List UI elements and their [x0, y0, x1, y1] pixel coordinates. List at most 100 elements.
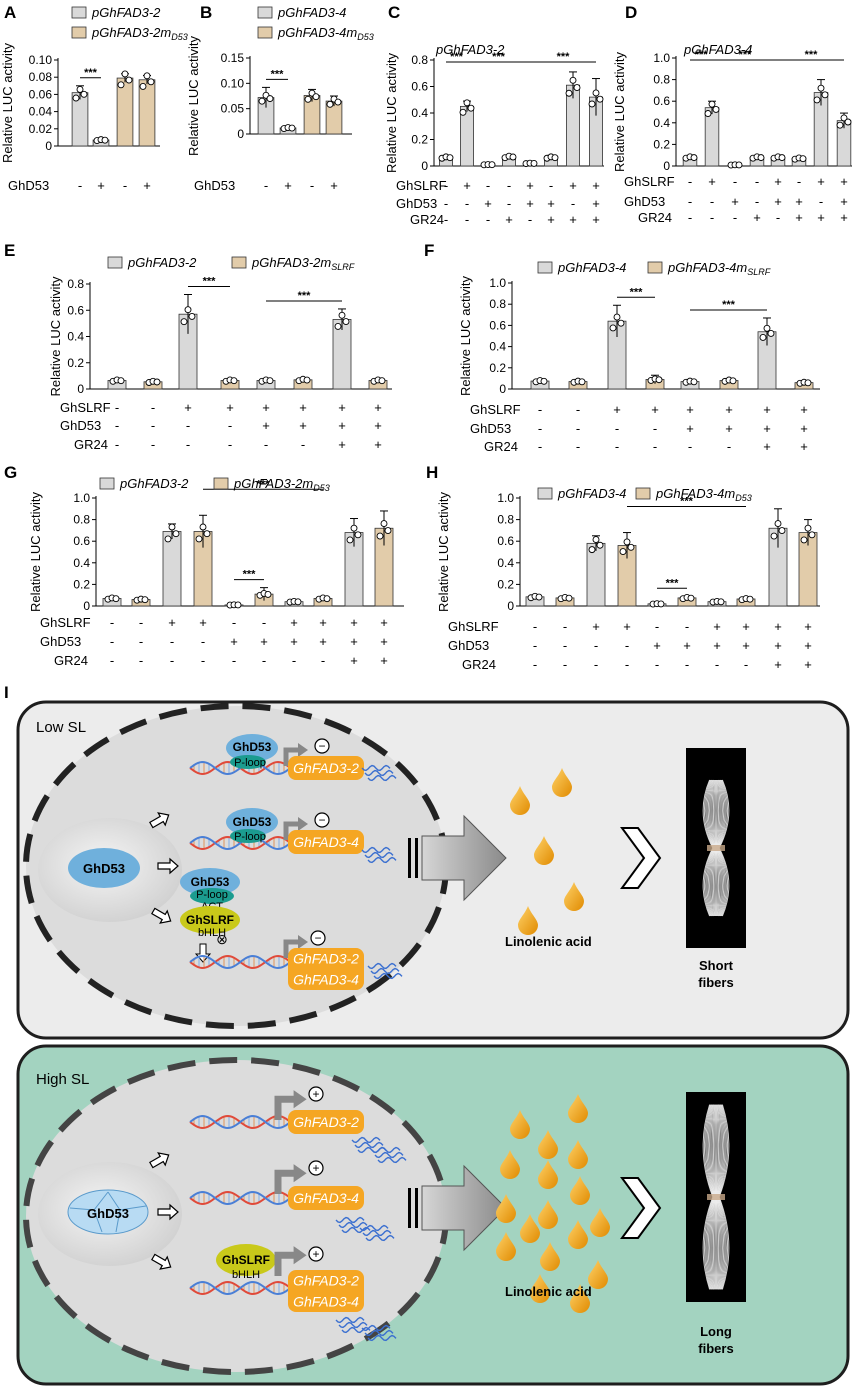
row-cell: - [264, 178, 268, 193]
oil-drop [570, 1176, 590, 1205]
y-tick-label: 0 [507, 599, 514, 613]
y-tick-label: 0 [45, 139, 52, 153]
y-tick-label: 0.8 [67, 277, 84, 291]
gene-box [288, 1270, 364, 1312]
row-cell: + [380, 615, 388, 630]
mrna-strand [364, 769, 394, 777]
arrow-bar [415, 1188, 418, 1228]
sig-label: *** [243, 569, 257, 581]
gene-label: GhFAD3-4 [293, 1294, 359, 1310]
hollow-arrow [149, 812, 170, 829]
fiber-band [707, 845, 725, 851]
row-cell: - [655, 657, 659, 672]
row-cell: + [143, 178, 151, 193]
legend-label: pGhFAD3-2mSLRF [251, 255, 355, 272]
data-point [153, 378, 161, 386]
row-cell: + [319, 634, 327, 649]
row-cell: - [563, 657, 567, 672]
sig-label: *** [666, 577, 680, 589]
row-label: GhD53 [624, 194, 665, 209]
y-tick-label: 0.6 [67, 303, 84, 317]
y-tick-label: 0.10 [29, 53, 53, 67]
sig-label: *** [557, 51, 571, 63]
row-cell: - [232, 653, 236, 668]
data-point [799, 155, 807, 163]
chart-title: pGhFAD3-2 [435, 42, 505, 57]
data-point [535, 593, 543, 601]
panel-label: I [4, 683, 9, 702]
data-point [342, 318, 350, 325]
row-cell: - [486, 178, 490, 193]
y-tick-label: 0.4 [67, 330, 84, 344]
y-tick-label: 0.4 [411, 106, 428, 120]
row-cell: + [795, 210, 803, 225]
row-cell: - [139, 615, 143, 630]
row-cell: - [528, 212, 532, 227]
ploop-label: P-loop [234, 831, 266, 843]
data-point [294, 598, 302, 606]
data-point [380, 520, 388, 528]
data-point [551, 154, 559, 162]
data-point [836, 121, 844, 129]
sig-label: *** [722, 299, 736, 311]
row-cell: - [201, 634, 205, 649]
data-point [346, 536, 354, 544]
mrna-strand [367, 1334, 397, 1342]
y-tick-label: 0.6 [497, 534, 514, 548]
regulation-sign [314, 812, 330, 828]
row-cell: + [380, 653, 388, 668]
row-cell: + [817, 210, 825, 225]
mrna-icon [335, 1316, 371, 1334]
mrna-strand [367, 962, 397, 970]
data-point [813, 96, 821, 104]
sig-label: *** [298, 290, 312, 302]
mrna-strand [341, 1226, 371, 1234]
data-point [203, 530, 211, 538]
y-tick-label: 0.6 [489, 318, 506, 332]
y-tick-label: 1.0 [653, 51, 670, 65]
data-point [717, 598, 725, 606]
fiber-label: Long [700, 1324, 732, 1339]
ploop-domain [190, 888, 234, 904]
chevron-arrow [620, 827, 662, 889]
row-cell: + [613, 402, 621, 417]
y-axis-label: Relative LUC activity [28, 492, 43, 612]
promoter-arrow [274, 1169, 297, 1194]
bhlh-label: bHLH [198, 927, 226, 939]
oil-drop [510, 1110, 530, 1139]
row-cell: + [742, 619, 750, 634]
product-label: Linolenic acid [505, 1284, 592, 1299]
row-cell: + [226, 400, 234, 415]
dna-helix [189, 1114, 291, 1130]
dna-helix [189, 1280, 291, 1296]
legend-label: pGhFAD3-4mD53 [277, 25, 374, 42]
ghd53-protein [226, 734, 278, 762]
legend-swatch [231, 256, 247, 269]
y-tick-label: 0 [237, 127, 244, 141]
arrow-bar [408, 838, 411, 878]
row-cell: - [819, 194, 823, 209]
dna-strand [189, 1281, 291, 1296]
row-cell: + [713, 638, 721, 653]
mrna-strand [367, 856, 397, 864]
oil-drop [538, 1130, 558, 1159]
mrna-strand [364, 1329, 394, 1337]
regulation-sign [308, 1086, 324, 1102]
row-label: GhD53 [396, 196, 437, 211]
row-cell: - [715, 657, 719, 672]
dna-helix [189, 835, 291, 851]
row-cell: + [804, 619, 812, 634]
data-point [266, 377, 274, 385]
sig-label: *** [695, 49, 709, 61]
row-cell: + [774, 657, 782, 672]
gene-box [288, 948, 364, 990]
y-tick-label: 1.0 [73, 491, 90, 505]
row-cell: - [264, 437, 268, 452]
gene-box [288, 1110, 364, 1134]
row-cell: - [685, 619, 689, 634]
row-cell: - [563, 638, 567, 653]
data-point [509, 153, 517, 161]
row-cell: + [374, 418, 382, 433]
y-axis-label: Relative LUC activity [458, 276, 473, 396]
